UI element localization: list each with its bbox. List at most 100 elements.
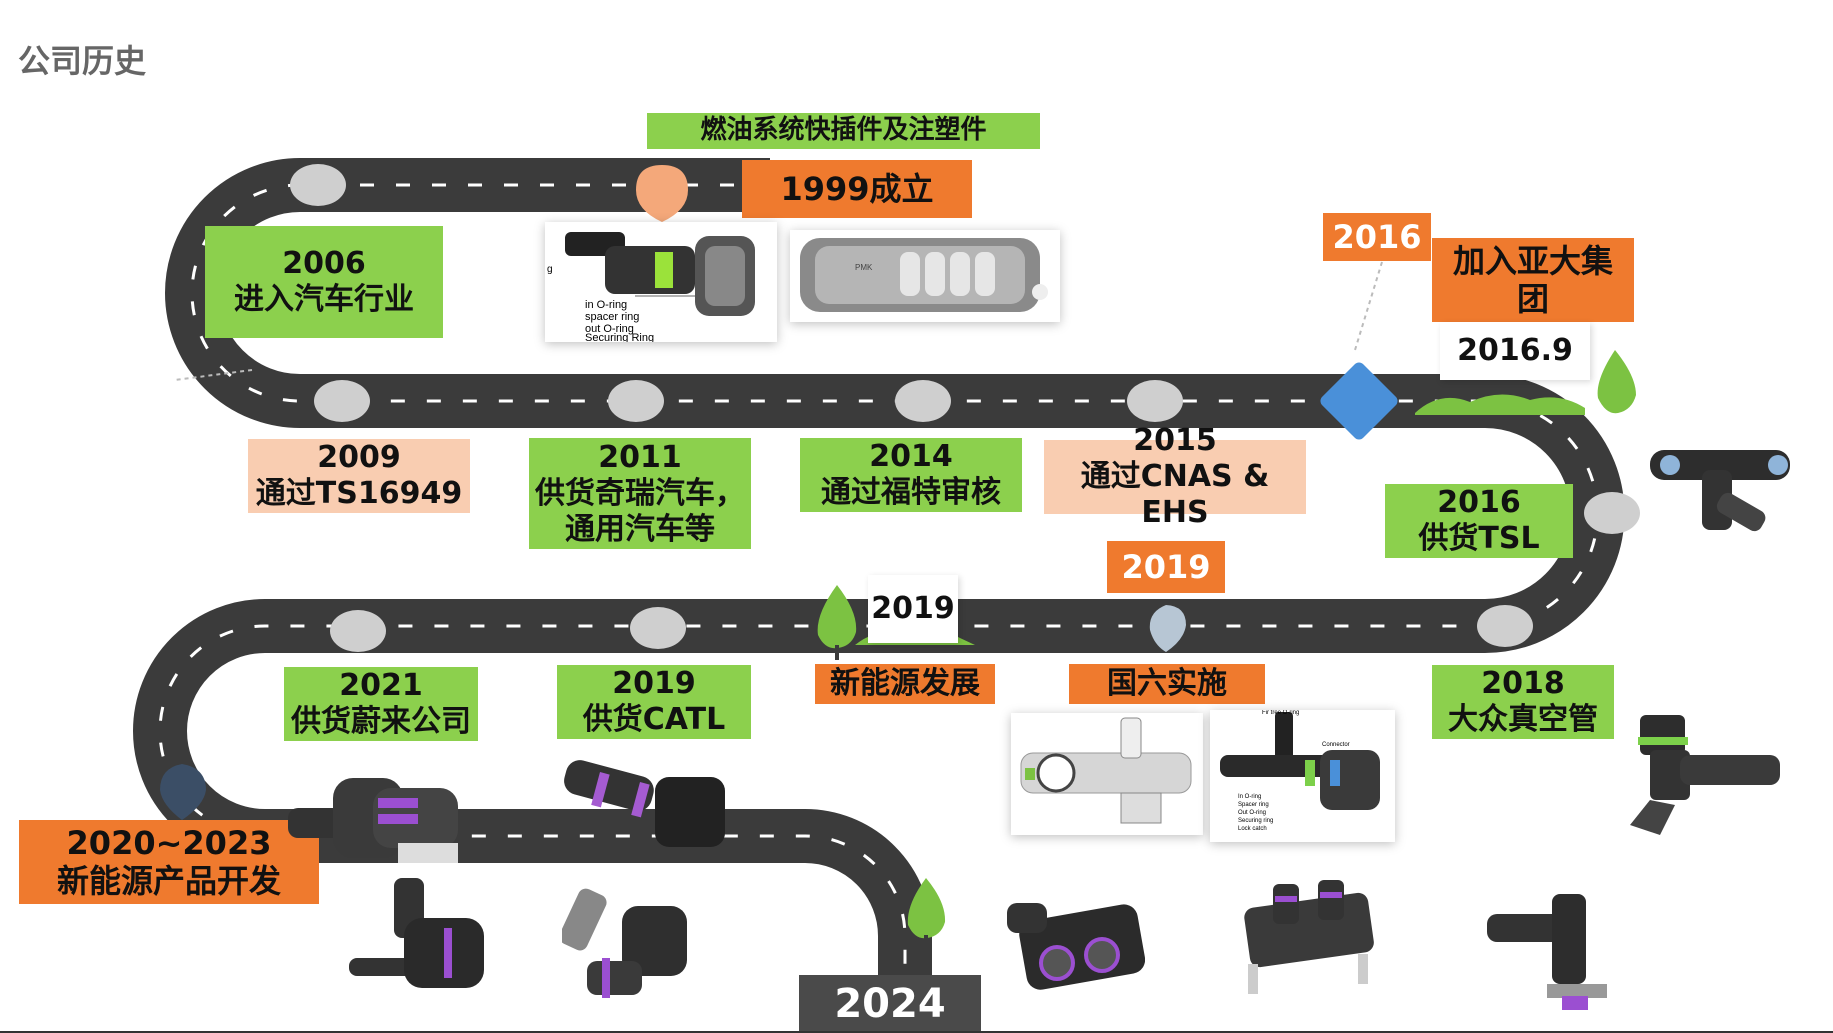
milestone-year: 2016 xyxy=(1332,217,1422,256)
milestone-text: 供货奇瑞汽车， xyxy=(535,475,745,511)
milestone-year: 2019 xyxy=(612,666,696,701)
milestone-text: 供货蔚来公司 xyxy=(291,704,471,739)
milestone-text: 加入亚大集 xyxy=(1452,241,1613,280)
product-photo-vw xyxy=(1610,705,1790,840)
milestone-text: 进入汽车行业 xyxy=(234,282,414,317)
product-photo-china6-b: Fir tree O-ring Connector In O-ring Spac… xyxy=(1210,710,1395,842)
connector-icon xyxy=(564,760,725,847)
milestone-year: 2011 xyxy=(598,439,682,475)
milestone-2016-join: 加入亚大集 团 xyxy=(1432,238,1634,322)
road-node xyxy=(330,610,386,652)
tree-icon xyxy=(1597,350,1636,414)
milestone-text: 供货CATL xyxy=(582,702,726,737)
milestone-year: 2019 xyxy=(1121,547,1211,586)
road-node xyxy=(608,380,664,422)
connector-icon xyxy=(1007,903,1145,990)
milestone-2021: 2021 供货蔚来公司 xyxy=(284,667,478,741)
location-pin-icon xyxy=(160,764,206,820)
milestone-text: 1999成立 xyxy=(780,169,934,208)
milestone-year: 2021 xyxy=(339,668,423,703)
milestone-2024-end: 2024 xyxy=(799,975,981,1033)
product-photo-new-energy-b xyxy=(562,876,704,1012)
diagram-label: Connector xyxy=(1322,742,1350,748)
connector-icon: Fir tree O-ring Connector In O-ring Spac… xyxy=(1220,710,1380,832)
product-photo-china6-a xyxy=(1011,713,1203,835)
milestone-year: 2018 xyxy=(1481,666,1565,701)
connector-icon xyxy=(288,778,458,863)
milestone-2009: 2009 通过TS16949 xyxy=(248,439,470,513)
milestone-year: 2014 xyxy=(869,439,953,474)
milestone-text: 燃油系统快插件及注塑件 xyxy=(700,115,987,146)
milestone-text: 通用汽车等 xyxy=(565,511,715,547)
product-photo-injection-part: PMK xyxy=(790,230,1060,322)
milestone-2014: 2014 通过福特审核 xyxy=(800,438,1022,512)
milestone-text: 国六实施 xyxy=(1107,666,1227,701)
road-node xyxy=(895,380,951,422)
milestone-2015: 2015 通过CNAS & EHS xyxy=(1044,423,1306,530)
product-photo-catl xyxy=(560,742,740,852)
diagram-label: Spacer ring xyxy=(1238,802,1269,808)
connector-icon: in O-ring spacer ring out O-ring Securin… xyxy=(547,232,755,342)
road-node xyxy=(1477,605,1533,647)
milestone-text: 大众真空管 xyxy=(1448,702,1598,737)
milestone-2006: 2006 进入汽车行业 xyxy=(205,226,443,338)
product-photo-new-energy-c xyxy=(997,893,1145,1005)
milestone-year: 2015 xyxy=(1133,423,1217,458)
product-photo-new-energy-a xyxy=(344,868,512,1008)
product-photo-new-energy-e xyxy=(1482,884,1634,1014)
diagram-label: out O-ring xyxy=(585,323,634,335)
product-photo-tsl xyxy=(1640,430,1800,550)
connector-icon xyxy=(1487,894,1607,1010)
product-photo-nio xyxy=(278,748,478,873)
milestone-year: 2024 xyxy=(834,981,946,1027)
milestone-text: 通过CNAS & EHS xyxy=(1080,459,1270,530)
milestone-2019-sign: 2019 xyxy=(868,575,958,643)
milestone-2016-date-sign: 2016.9 xyxy=(1440,322,1590,380)
milestone-2020-2023: 2020~2023 新能源产品开发 xyxy=(19,820,319,904)
connector-icon: PMK xyxy=(800,238,1048,312)
milestone-text: 团 xyxy=(1516,280,1549,318)
connector-icon xyxy=(1244,880,1374,994)
milestone-text: 2019 xyxy=(871,591,955,626)
milestone-2016-tsl: 2016 供货TSL xyxy=(1385,484,1573,558)
milestone-2016-year: 2016 xyxy=(1323,213,1431,261)
milestone-year: 2020~2023 xyxy=(66,823,272,862)
milestone-text: 新能源发展 xyxy=(830,666,980,701)
milestone-year: 2016 xyxy=(1437,485,1521,520)
milestone-text: 新能源产品开发 xyxy=(56,862,281,900)
milestone-text: 通过福特审核 xyxy=(821,475,1001,510)
diagram-label: Fir tree O-ring xyxy=(1262,710,1299,716)
connector-icon xyxy=(1020,717,1192,824)
connector-icon xyxy=(1650,450,1790,532)
milestone-year: 2006 xyxy=(282,246,366,281)
connector-icon xyxy=(562,888,687,998)
milestone-text: 2016.9 xyxy=(1457,333,1573,368)
milestone-text: 供货TSL xyxy=(1418,521,1540,556)
location-pin-icon xyxy=(1320,362,1398,440)
diagram-label: Out O-ring xyxy=(1238,810,1266,816)
location-pin-icon xyxy=(636,165,688,222)
product-photo-fuel-connector: in O-ring spacer ring out O-ring Securin… xyxy=(545,222,777,342)
location-pin-icon xyxy=(1149,605,1186,652)
milestone-china6: 国六实施 xyxy=(1069,664,1265,704)
milestone-new-energy: 新能源发展 xyxy=(815,664,995,704)
road-node xyxy=(1584,492,1640,534)
road-node xyxy=(314,380,370,422)
milestone-product-fuel-system: 燃油系统快插件及注塑件 xyxy=(647,113,1040,149)
milestone-1999-founded: 1999成立 xyxy=(742,160,972,218)
product-photo-new-energy-d xyxy=(1218,874,1390,1006)
diagram-label: spacer ring xyxy=(585,311,639,323)
connector-icon xyxy=(349,878,484,988)
bottom-border xyxy=(0,1031,1833,1033)
diagram-label: in O-ring xyxy=(585,299,627,311)
road-node xyxy=(290,164,346,206)
road-node xyxy=(630,607,686,649)
diagram-label: Securing ring xyxy=(1238,818,1273,824)
grass-decoration xyxy=(1415,394,1585,415)
milestone-2019-china6-year: 2019 xyxy=(1107,541,1225,593)
diagram-label: Lock catch xyxy=(1238,826,1267,832)
diagram-label: PMK xyxy=(855,263,873,272)
diagram-label: Securing Ring xyxy=(585,332,654,342)
milestone-2019-catl: 2019 供货CATL xyxy=(557,665,751,739)
